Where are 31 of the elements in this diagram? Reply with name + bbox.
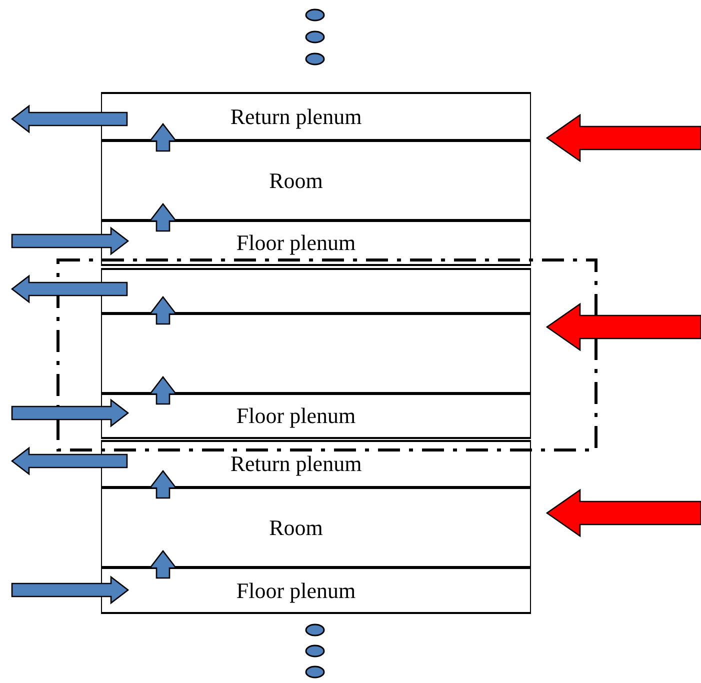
- layer-label: Floor plenum: [236, 403, 356, 429]
- block-arrow: [11, 576, 130, 604]
- layer-band: [101, 268, 531, 314]
- layer-band: [101, 487, 531, 568]
- layer-band: [101, 220, 531, 266]
- block-arrow: [546, 488, 701, 538]
- block-arrow: [11, 398, 130, 428]
- layer-band: [101, 393, 531, 439]
- layer-label: Return plenum: [230, 104, 362, 130]
- layer-band: [101, 140, 531, 221]
- layer-label: Return plenum: [230, 451, 362, 477]
- block-arrow: [148, 296, 178, 325]
- block-arrow: [546, 302, 701, 352]
- layer-label: Floor plenum: [236, 230, 356, 256]
- layer-label: Floor plenum: [236, 578, 356, 604]
- block-arrow: [148, 376, 178, 405]
- block-arrow: [10, 274, 128, 304]
- block-arrow: [148, 470, 178, 499]
- layer-label: Room: [269, 514, 323, 540]
- layer-band: [101, 567, 531, 614]
- block-arrow: [546, 114, 701, 162]
- block-arrow: [10, 104, 128, 134]
- layer-band: [101, 313, 531, 394]
- layer-label: Room: [269, 168, 323, 194]
- layer-band: [101, 92, 531, 141]
- layer-band: [101, 440, 531, 488]
- block-arrow: [10, 446, 128, 476]
- block-arrow: [11, 226, 130, 256]
- block-arrow: [148, 122, 178, 152]
- block-arrow: [148, 550, 178, 579]
- block-arrow: [148, 202, 178, 232]
